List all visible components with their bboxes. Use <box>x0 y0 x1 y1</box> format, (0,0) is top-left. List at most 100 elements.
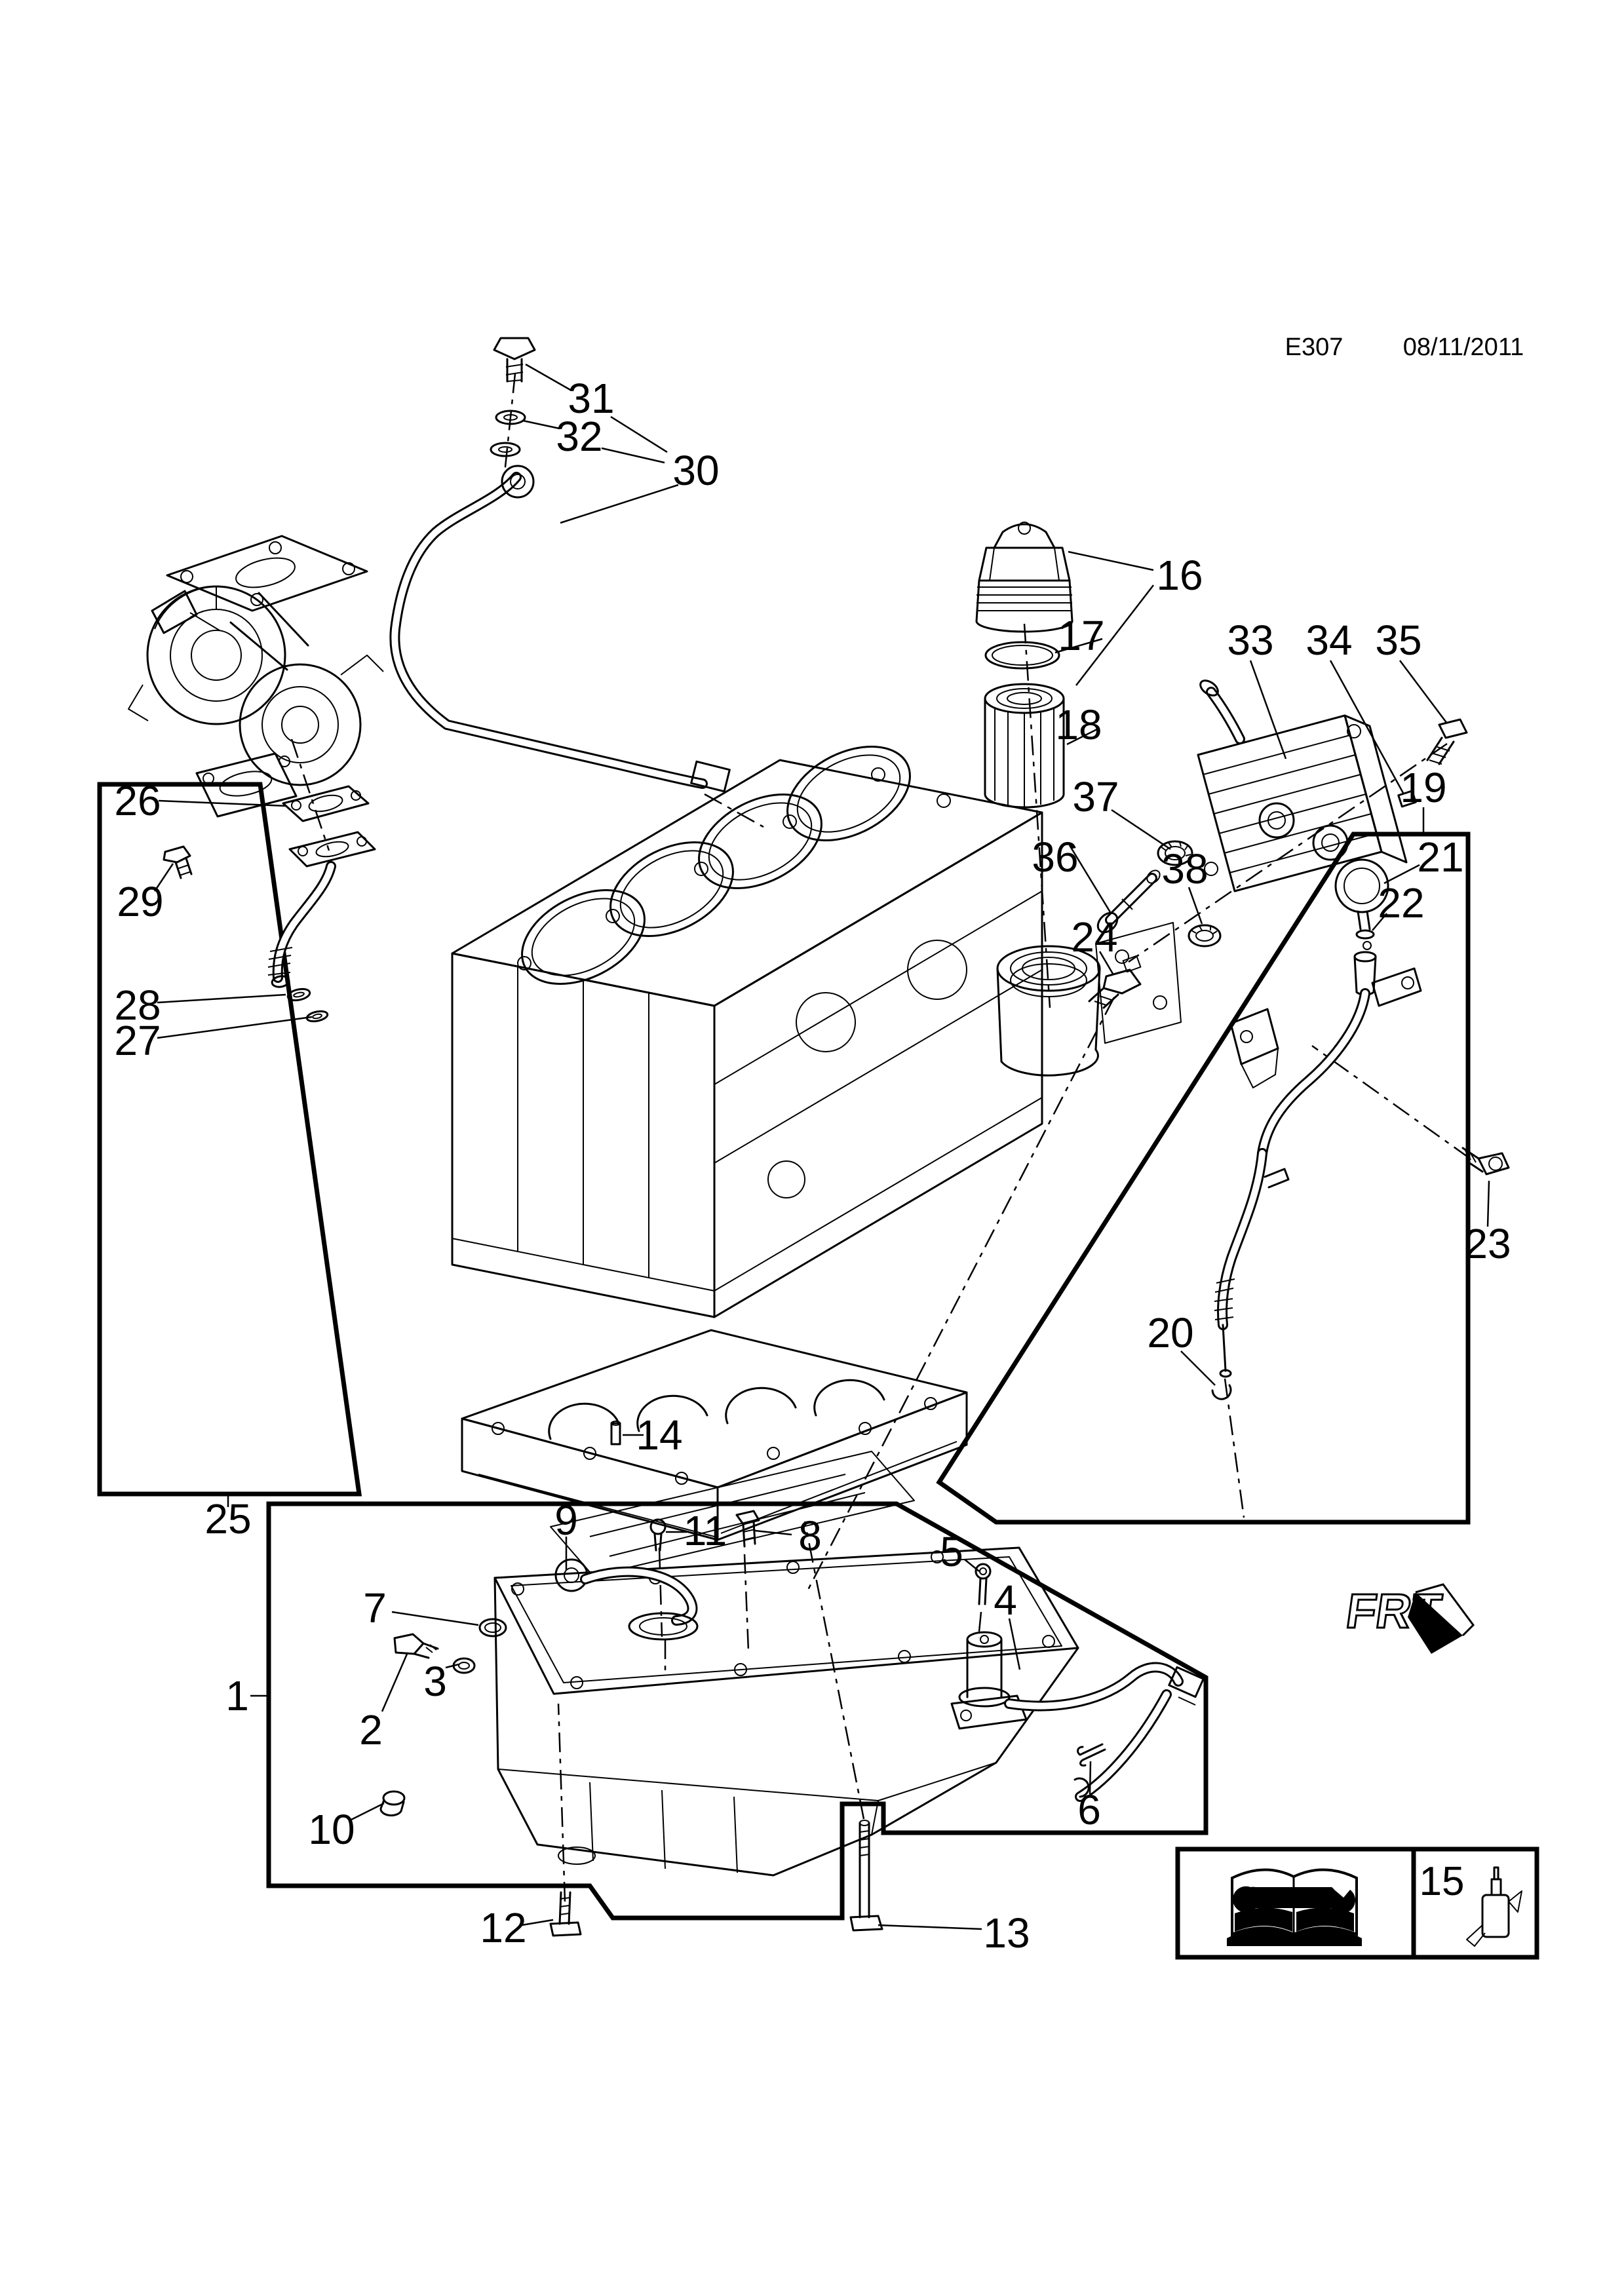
turbo-return-pipe <box>163 785 376 1023</box>
oil-filter-parts <box>975 522 1073 809</box>
leader-line-32 <box>601 447 665 464</box>
leader-line-28 <box>157 993 286 1004</box>
page-date: 08/11/2011 <box>1403 334 1524 361</box>
washer-32a <box>495 410 526 425</box>
callout-11: 11 <box>684 1507 727 1554</box>
bolt-8 <box>735 1510 760 1525</box>
callout-8: 8 <box>798 1512 822 1559</box>
seal-28 <box>286 987 311 1002</box>
leader-line-29 <box>153 863 174 892</box>
leader-line-7 <box>391 1611 479 1626</box>
callout-17: 17 <box>1058 612 1104 659</box>
turbo-oil-feed-pipe <box>389 337 731 793</box>
strainer-9 <box>628 1612 699 1641</box>
bolt-29 <box>163 845 191 864</box>
leader-line-33 <box>1249 660 1287 759</box>
leader-line-24 <box>1098 951 1114 974</box>
leader-line-34 <box>1329 660 1405 795</box>
seal-10 <box>382 1790 406 1806</box>
callout-24: 24 <box>1071 913 1117 961</box>
callout-18: 18 <box>1055 701 1102 748</box>
callout-16: 16 <box>1156 552 1203 599</box>
clip-20 <box>1211 1384 1232 1400</box>
callout-38: 38 <box>1161 845 1208 892</box>
drain-plug-2 <box>393 1633 425 1655</box>
seal-22 <box>1355 929 1375 940</box>
engine-block <box>451 745 1182 1318</box>
callout-3: 3 <box>423 1658 447 1705</box>
callout-6: 6 <box>1077 1786 1101 1833</box>
leader-line-21 <box>1383 864 1420 885</box>
callout-36: 36 <box>1032 833 1078 881</box>
frt-direction-marker: FRT <box>1342 1583 1475 1654</box>
leader-line-4 <box>1008 1618 1021 1670</box>
alignment-lines <box>290 373 1471 1902</box>
callout-32: 32 <box>556 413 602 460</box>
leader-line-37 <box>1111 809 1171 851</box>
oil-cooler <box>1096 679 1468 947</box>
bolt-23 <box>1477 1152 1510 1176</box>
leader-line-36 <box>1068 845 1112 913</box>
sealant-bottle-icon <box>1466 1866 1522 1947</box>
page-code: E307 <box>1285 334 1344 361</box>
washer-32b <box>490 442 521 457</box>
manual-book-icon <box>1227 1868 1362 1946</box>
callout-22: 22 <box>1378 879 1424 927</box>
box-dipstick-19 <box>936 832 1471 1525</box>
callout-23: 23 <box>1464 1220 1511 1267</box>
callout-25: 25 <box>204 1495 251 1542</box>
lower-crankcase <box>461 1329 968 1577</box>
callout-14: 14 <box>636 1411 682 1459</box>
leader-line-3 <box>445 1663 459 1669</box>
leader-line-12 <box>521 1919 554 1926</box>
leader-line-38 <box>1188 887 1203 925</box>
leader-line-23 <box>1486 1180 1490 1227</box>
callout-37: 37 <box>1072 773 1119 820</box>
box-turbo-return-25 <box>97 782 362 1497</box>
callout-27: 27 <box>114 1017 161 1064</box>
gasket-26 <box>282 785 370 822</box>
oil-pressure-switch <box>1088 955 1142 1009</box>
leader-line-31 <box>525 363 572 392</box>
leader-line-10 <box>349 1802 385 1822</box>
callout-4: 4 <box>994 1577 1017 1624</box>
leader-line-8 <box>754 1529 792 1536</box>
callout-2: 2 <box>359 1706 383 1753</box>
leader-line-26 <box>158 799 288 807</box>
leader-line-35 <box>1399 660 1448 724</box>
leader-line-20 <box>1180 1350 1216 1386</box>
callout-19: 19 <box>1400 764 1446 811</box>
callout-9: 9 <box>554 1497 578 1544</box>
group-boxes <box>97 782 1471 1921</box>
box-oilpan-1 <box>266 1501 1208 1921</box>
legend: 15 <box>1175 1846 1539 1960</box>
wrench-icon <box>1233 1886 1355 1913</box>
leader-line-17 <box>1054 638 1103 654</box>
oil-level-sensor-group <box>950 1563 1205 1802</box>
legend-box <box>1175 1846 1539 1960</box>
callout-10: 10 <box>308 1806 355 1853</box>
turbocharger <box>128 535 384 818</box>
leader-line-32 <box>522 419 560 430</box>
leader-line-18 <box>1066 727 1099 746</box>
callout-26: 26 <box>114 777 161 824</box>
callout-7: 7 <box>363 1584 387 1632</box>
leader-line-22 <box>1372 913 1387 931</box>
callout-31: 31 <box>568 375 614 422</box>
o-ring-17 <box>984 641 1060 670</box>
callout-21: 21 <box>1417 833 1463 881</box>
leader-line-13 <box>878 1924 982 1930</box>
callout-5: 5 <box>940 1528 963 1575</box>
callout-13: 13 <box>983 1909 1030 1957</box>
leader-line-16 <box>1068 550 1154 571</box>
banjo-bolt-31 <box>493 337 536 360</box>
clip-6 <box>1077 1743 1106 1767</box>
legend-item-15: 15 <box>1420 1859 1465 1904</box>
callout-20: 20 <box>1147 1309 1193 1356</box>
leader-line-27 <box>157 1016 313 1039</box>
callout-12: 12 <box>480 1904 526 1951</box>
oil-pan <box>379 1510 1079 1937</box>
o-ring-7 <box>478 1618 507 1637</box>
